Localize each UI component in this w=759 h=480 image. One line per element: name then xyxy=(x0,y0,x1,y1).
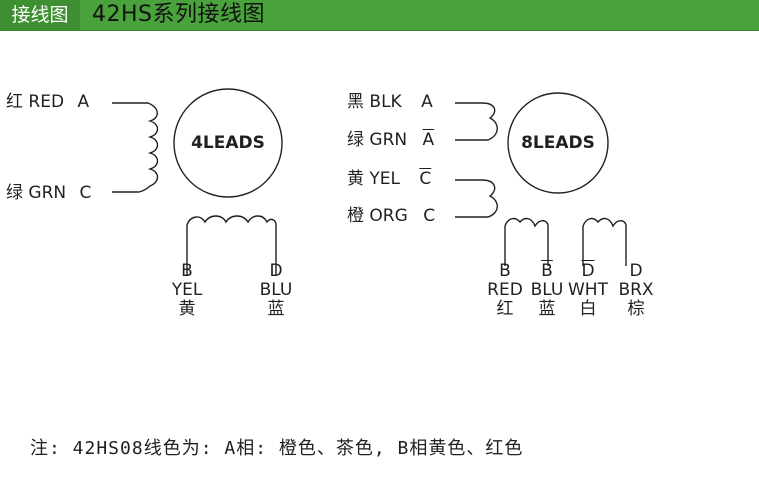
header-bar: 接线图 42HS系列接线图 xyxy=(0,0,759,31)
coil-4-left xyxy=(112,102,159,193)
wire-4-blu: D BLU 蓝 xyxy=(259,261,293,319)
wire-8-wht: D WHT 白 xyxy=(568,261,608,319)
wire-8-red: B RED 红 xyxy=(487,261,523,319)
coil-8-a xyxy=(455,102,498,141)
wire-8-blk: 黑 BLK A xyxy=(347,92,433,112)
wire-8-brx: D BRX 棕 xyxy=(618,261,654,319)
wire-4-yel: B YEL 黄 xyxy=(171,261,203,319)
motor-4leads-label: 4LEADS xyxy=(191,133,265,153)
motor-8leads-circle xyxy=(507,92,609,194)
wire-8-grn: 绿 GRN A xyxy=(347,130,435,150)
wire-8-yel: 黄 YEL C xyxy=(347,169,432,189)
motor-8leads-label: 8LEADS xyxy=(521,133,595,153)
page-title: 42HS系列接线图 xyxy=(92,2,266,27)
coil-8-b xyxy=(504,217,549,266)
wire-4-red: 红 RED A xyxy=(6,92,90,112)
wire-4-grn: 绿 GRN C xyxy=(6,183,92,203)
wire-8-org: 橙 ORG C xyxy=(347,206,436,226)
coil-8-d xyxy=(582,217,627,266)
coil-4-bottom xyxy=(186,215,277,276)
header-tab: 接线图 xyxy=(0,0,80,30)
wire-color-note: 注: 42HS08线色为: A相: 橙色、茶色, B相黄色、红色 xyxy=(30,438,524,459)
wire-8-blu: B BLU 蓝 xyxy=(530,261,564,319)
coil-8-c xyxy=(455,179,498,218)
motor-4leads-circle xyxy=(173,88,283,198)
